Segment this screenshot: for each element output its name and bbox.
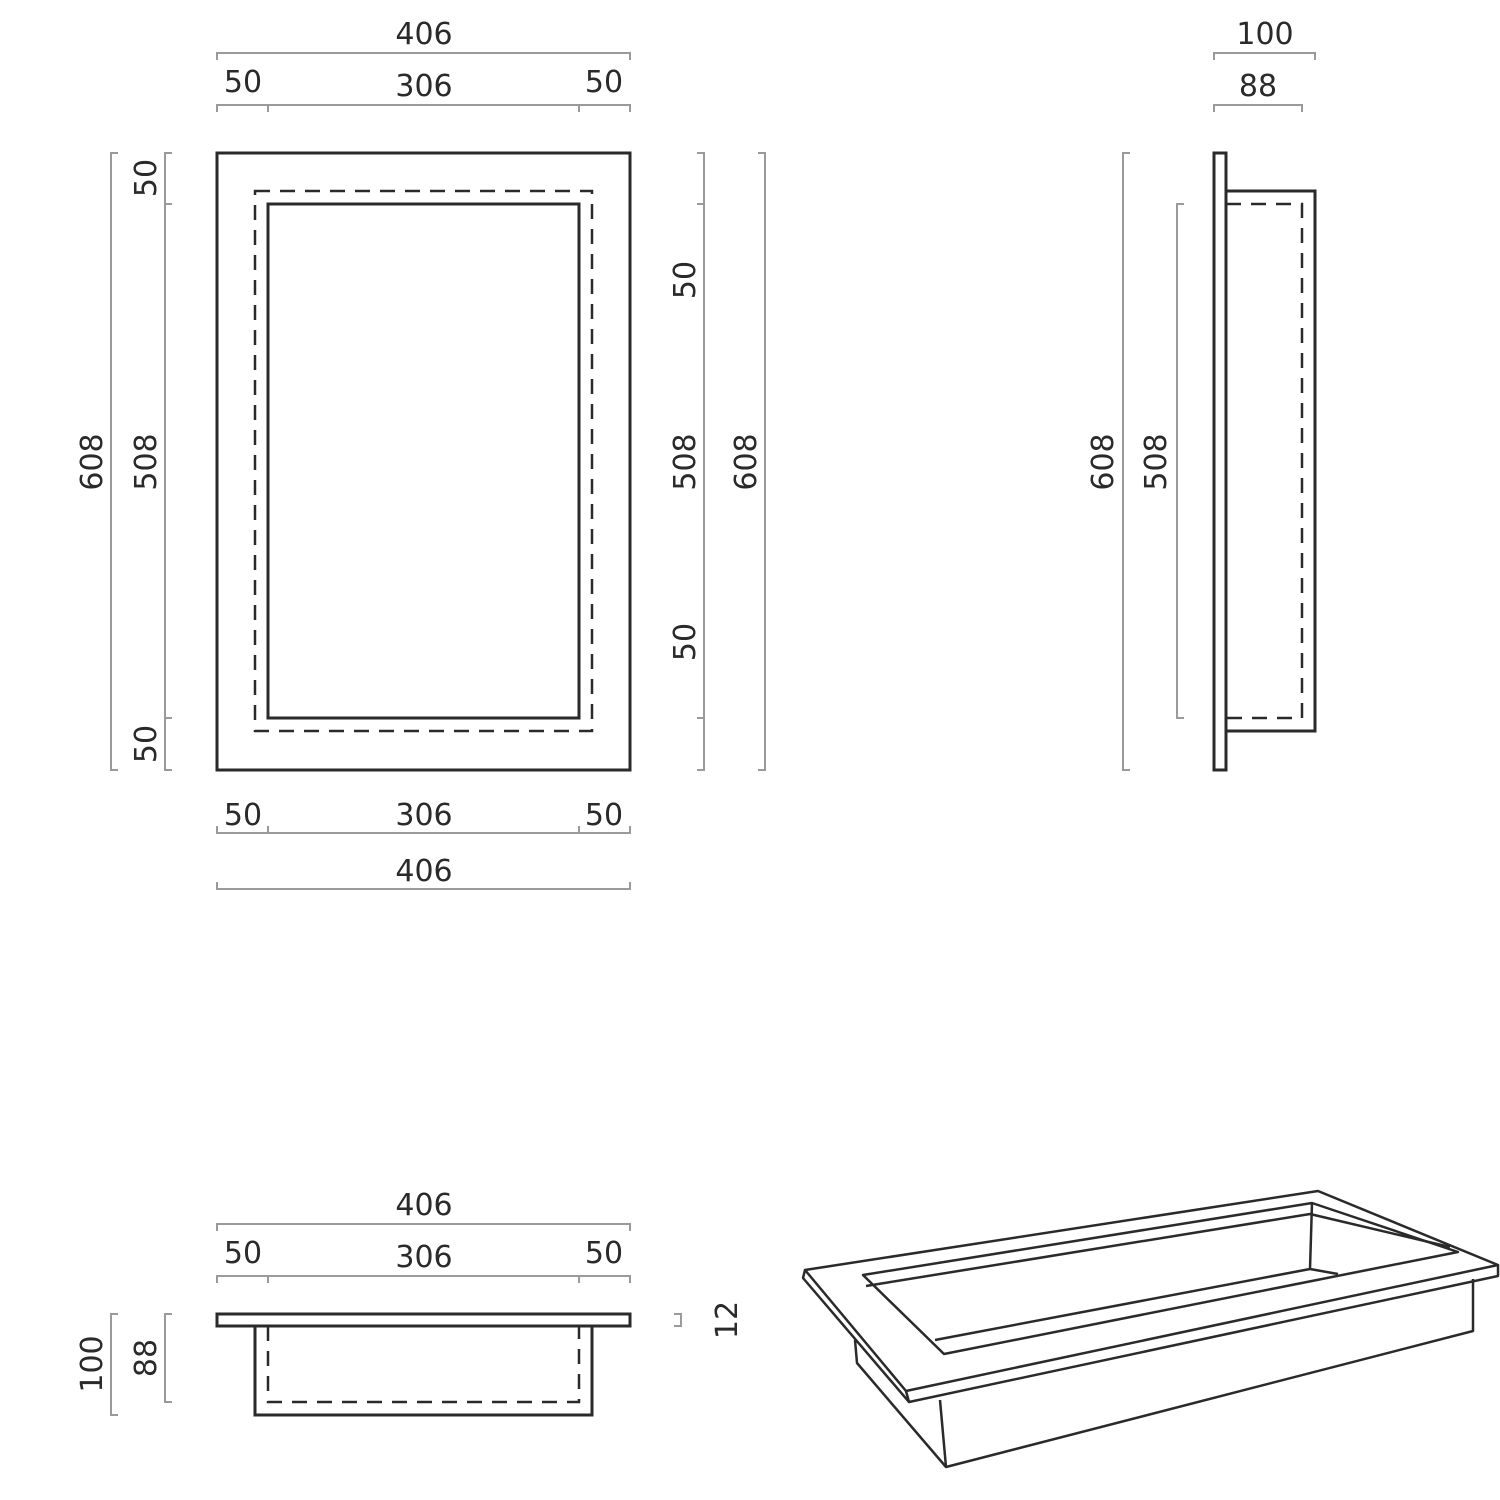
front-top-overall-label: 406 [395, 17, 452, 52]
top-view-thickness-dim-line [674, 1313, 682, 1327]
isometric-view [801, 1189, 1500, 1469]
side-top-overall-dim-line [1213, 52, 1316, 60]
front-top-overall-dim-line [216, 52, 631, 60]
front-top-split-dim-line [216, 104, 631, 112]
top-view-thickness-label: 12 [710, 1301, 745, 1339]
front-top-middle-label: 306 [395, 69, 452, 104]
top-view-top-dimensions: 406 50 306 50 [216, 1188, 631, 1283]
side-top-overall-label: 100 [1236, 17, 1293, 52]
iso-opening-inner-rim [865, 1212, 1451, 1288]
iso-cavity-floor-edge [1309, 1267, 1339, 1276]
side-left-inner-dim-line [1176, 203, 1184, 719]
side-left-inner-label: 508 [1139, 433, 1174, 490]
front-left-overall-dim-line [110, 152, 118, 771]
front-top-left-label: 50 [224, 65, 262, 100]
front-bottom-dimensions: 50 306 50 406 [216, 798, 631, 890]
top-view-left-label: 50 [224, 1236, 262, 1271]
side-hidden-cavity [1226, 202, 1304, 720]
side-left-dimensions: 608 508 [1086, 152, 1184, 771]
front-left-dimensions: 608 50 508 50 [75, 152, 172, 771]
front-left-split-dim-line [164, 152, 172, 771]
side-flange [1212, 151, 1228, 772]
iso-flange-front-thickness [904, 1265, 1500, 1404]
front-right-split-dim-line [697, 152, 705, 771]
side-left-overall-label: 608 [1086, 433, 1121, 490]
top-view-left-overall-dim-line [110, 1313, 118, 1416]
top-view-left-inner-label: 88 [129, 1339, 164, 1377]
front-inner-opening [266, 202, 581, 720]
top-body [253, 1326, 594, 1417]
front-right-bottom-label: 50 [668, 623, 703, 661]
side-top-dimensions: 100 88 [1213, 17, 1316, 112]
side-top-inner-label: 88 [1239, 69, 1277, 104]
iso-body-front [938, 1279, 1475, 1469]
front-bottom-overall-label: 406 [395, 854, 452, 889]
top-flange [215, 1312, 632, 1328]
front-view [215, 151, 632, 772]
front-left-bottom-label: 50 [129, 725, 164, 763]
side-body [1226, 189, 1317, 733]
front-top-right-label: 50 [585, 65, 623, 100]
top-view [215, 1312, 632, 1417]
front-hidden-recess [253, 189, 594, 733]
top-view-overall-label: 406 [395, 1188, 452, 1223]
front-right-overall-label: 608 [729, 433, 764, 490]
front-left-top-label: 50 [129, 159, 164, 197]
top-view-split-dim-line [216, 1275, 631, 1283]
front-outer-frame [215, 151, 632, 772]
side-top-inner-dim-line [1213, 104, 1303, 112]
iso-flange-outer-edge [803, 1189, 1500, 1393]
iso-body-left [853, 1339, 947, 1468]
top-view-left-dimensions: 100 88 [75, 1313, 172, 1416]
top-view-left-inner-dim-line [164, 1313, 172, 1403]
top-view-middle-label: 306 [395, 1240, 452, 1275]
side-left-overall-dim-line [1122, 152, 1130, 771]
top-view-right-dimensions: 12 [674, 1301, 745, 1339]
top-hidden-cavity [266, 1326, 581, 1404]
top-view-right-label: 50 [585, 1236, 623, 1271]
front-left-overall-label: 608 [75, 433, 110, 490]
front-right-middle-label: 508 [668, 433, 703, 490]
front-right-top-label: 50 [668, 261, 703, 299]
iso-flange-left-thickness [801, 1269, 910, 1403]
front-right-dimensions: 50 508 50 608 [668, 152, 766, 771]
top-view-overall-dim-line [216, 1223, 631, 1231]
front-bottom-right-label: 50 [585, 798, 623, 833]
front-bottom-left-label: 50 [224, 798, 262, 833]
front-bottom-middle-label: 306 [395, 798, 452, 833]
top-view-left-overall-label: 100 [75, 1335, 110, 1392]
front-left-middle-label: 508 [129, 433, 164, 490]
front-right-overall-dim-line [758, 152, 766, 771]
front-bottom-split-dim-line [216, 826, 631, 834]
iso-opening-edge [861, 1201, 1460, 1356]
front-top-dimensions: 406 50 306 50 [216, 17, 631, 112]
side-view [1212, 151, 1317, 772]
front-bottom-overall-dim-line [216, 882, 631, 890]
